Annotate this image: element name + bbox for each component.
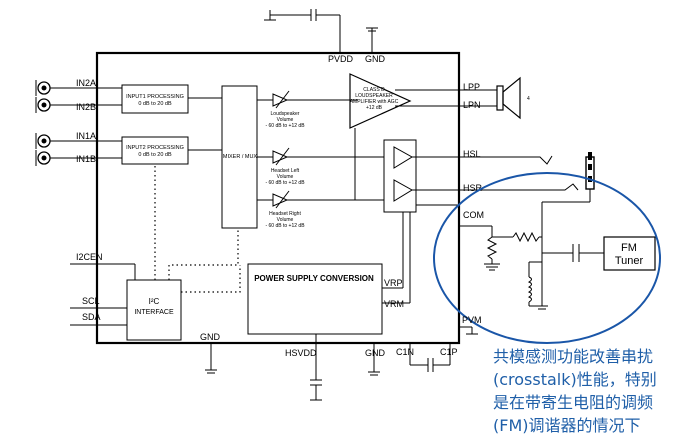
input-jack-in2b [35,97,97,113]
input1-title: INPUT1 PROCESSING [126,94,184,100]
input2-title: INPUT2 PROCESSING [126,145,184,151]
hsvdd-label: HSVDD [285,348,317,358]
in2b-label: IN2B [76,102,96,112]
hr-vol-line3: - 60 dB to +12 dB [265,223,305,229]
annotation-line2: (crosstalk)性能，特别 [493,370,657,389]
amp-line1: CLASS D [363,87,385,93]
headset-right-amplifier [393,179,413,202]
input-jack-in2a [35,80,97,96]
in1b-label: IN1B [76,154,96,164]
gnd-bottom-left-label: GND [200,332,221,342]
annotation-line1: 共模感测功能改善串扰 [493,347,653,366]
amp-line2: LOUDSPEAKER [355,93,393,99]
hsr-label: HSR [463,183,483,193]
class-d-amplifier [349,73,412,129]
speaker-icon [459,76,521,120]
input1-processing-block [121,84,189,114]
gnd-bottom-mid-label: GND [365,348,386,358]
headset-left-volume-control [257,147,384,166]
headset-amplifier-block [383,139,417,213]
psu-label: POWER SUPPLY CONVERSION [254,274,374,283]
chip-outline [95,51,461,345]
fm-tuner-line2: Tuner [615,255,644,267]
pvm-label: PVM [462,315,482,325]
hr-vol-line1: Headset Right [269,211,301,217]
mixer-label: MIXER / MUX [223,154,258,160]
headset-jack-icon [459,152,595,202]
in2a-label: IN2A [76,78,96,88]
vrm-label: VRM [384,299,404,309]
annotation-line4: (FM)调谐器的情况下 [493,416,641,435]
ls-vol-line2: Volume [277,117,294,123]
com-sense-network [459,201,604,310]
amp-line3: AMPLIFIER with AGC [350,99,399,105]
input2-range: 0 dB to 20 dB [138,152,172,158]
pvdd-supply [264,9,378,53]
pvdd-label: PVDD [328,54,354,64]
com-label: COM [463,210,484,220]
power-supply-block [247,263,383,335]
amp-line4: +12 dB [366,105,383,111]
i2c-line2: INTERFACE [134,309,174,316]
hl-vol-line3: - 60 dB to +12 dB [265,180,305,186]
speaker-mark: 4 [527,96,530,102]
lpp-label: LPP [463,82,480,92]
highlight-ellipse [433,172,661,344]
sda-label: SDA [82,312,101,322]
ls-vol-line1: Loudspeaker [271,111,300,117]
input-jack-in1a [35,133,97,149]
scl-label: SCL [82,296,100,306]
c1n-label: C1N [396,347,414,357]
c1p-label: C1P [440,347,458,357]
annotation-line3: 是在带寄生电阻的调频 [493,393,653,412]
input1-range: 0 dB to 20 dB [138,101,172,107]
loudspeaker-volume-control [257,90,358,109]
fm-tuner-line1: FM [621,242,637,254]
hl-vol-line2: Volume [277,174,294,180]
input-jack-in1b [35,150,97,166]
fm-tuner-block [603,236,656,271]
lpn-label: LPN [463,100,481,110]
hl-vol-line1: Headset Left [271,168,300,174]
i2cen-label: I2CEN [76,252,103,262]
in1a-label: IN1A [76,131,96,141]
ls-vol-line3: - 60 dB to +12 dB [265,123,305,129]
i2c-interface-block [126,279,182,341]
gnd-top-label: GND [365,54,386,64]
hsl-label: HSL [463,149,481,159]
headset-right-volume-control [257,190,384,209]
hr-vol-line2: Volume [277,217,294,223]
headset-left-amplifier [393,146,413,169]
vrp-label: VRP [384,278,403,288]
i2c-line1: I²C [149,297,160,306]
